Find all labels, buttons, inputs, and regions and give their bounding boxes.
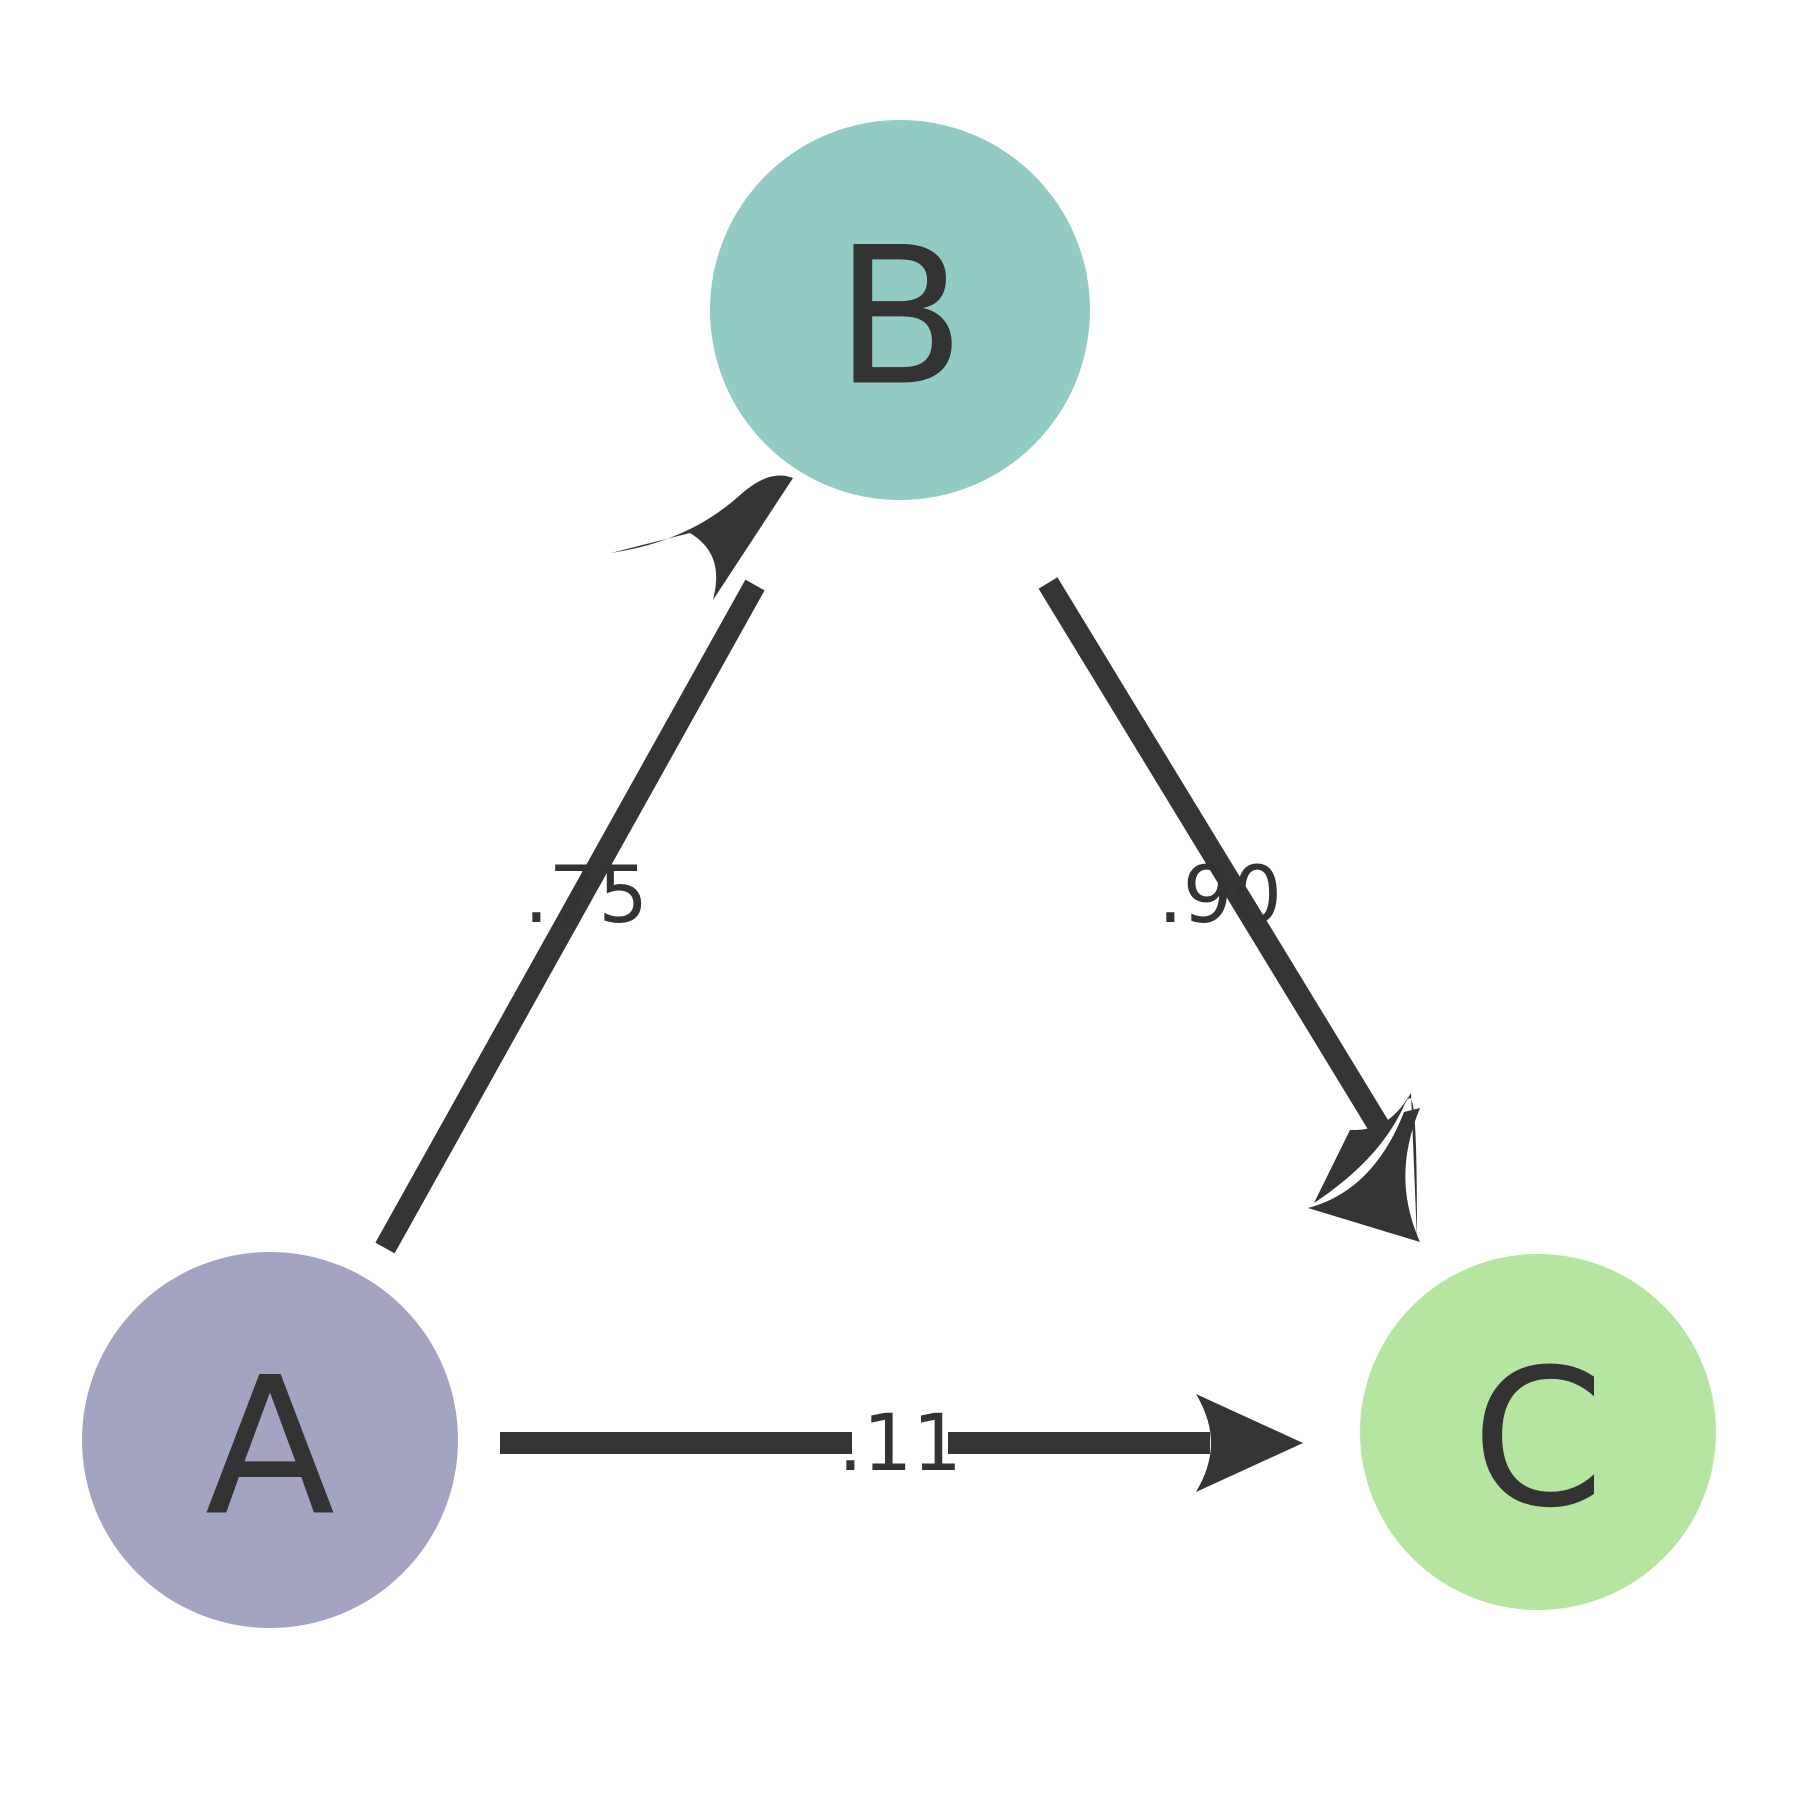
node-b-circle[interactable] (710, 120, 1090, 500)
edge-b-to-c[interactable] (1038, 577, 1420, 1242)
edge-label-b-to-c: .90 (1158, 851, 1282, 941)
node-b[interactable]: B (710, 120, 1090, 500)
edge-b-to-c-line (1038, 577, 1390, 1134)
edge-b-to-c-arrowhead (1314, 1093, 1417, 1240)
node-c-label: C (1472, 1329, 1605, 1550)
node-a[interactable]: A (82, 1252, 458, 1628)
edge-a-to-b-arrowhead (611, 475, 793, 600)
edge-label-a-to-b: .75 (524, 851, 648, 941)
node-c-circle[interactable] (1360, 1254, 1716, 1610)
edge-b-to-c-arrowhead-detail (1308, 1108, 1420, 1242)
node-a-label: A (205, 1337, 335, 1558)
edge-label-a-to-c: .11 (838, 1399, 962, 1489)
edge-a-to-b[interactable] (375, 475, 793, 1254)
edge-a-to-b-line (375, 579, 765, 1254)
edge-a-to-c[interactable] (500, 1394, 1303, 1492)
edge-a-to-c-arrowhead-body (1196, 1394, 1303, 1492)
node-b-label: B (835, 207, 965, 428)
node-a-circle[interactable] (82, 1252, 458, 1628)
node-c[interactable]: C (1360, 1254, 1716, 1610)
